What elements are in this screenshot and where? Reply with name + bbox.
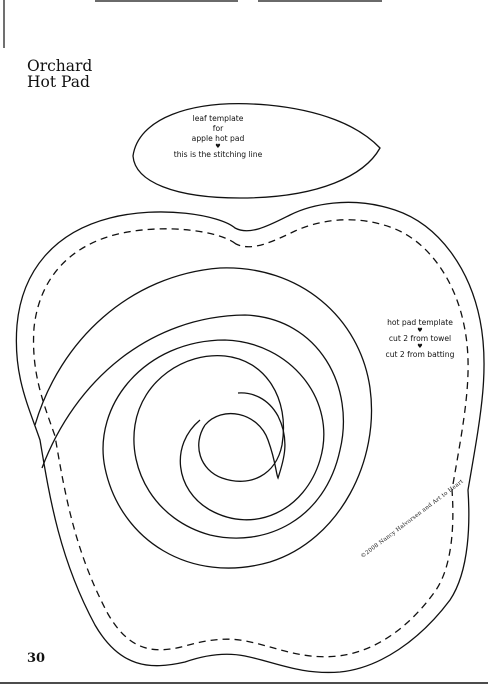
title-line-2: Hot Pad	[27, 73, 90, 91]
spiral-line-outer	[34, 267, 373, 569]
leaf-label-line-2: for	[212, 124, 224, 133]
pad-label-line-1: hot pad template	[387, 318, 453, 327]
pad-label: hot pad template ♥ cut 2 from towel ♥ cu…	[370, 318, 470, 360]
leaf-label-line-3: apple hot pad	[191, 134, 245, 143]
pad-label-line-3: cut 2 from batting	[385, 350, 455, 359]
leaf-label: leaf template for apple hot pad ♥ this i…	[170, 114, 266, 160]
leaf-outline	[132, 103, 381, 199]
title-line-1: Orchard	[27, 57, 93, 75]
leaf-label-line-1: leaf template	[192, 114, 244, 123]
bullet-icon: ♥	[417, 343, 423, 350]
apple-stitching-line	[32, 219, 469, 658]
spiral-line-core	[204, 392, 286, 480]
leaf-label-line-4: this is the stitching line	[173, 150, 263, 159]
page-title: Orchard Hot Pad	[27, 58, 92, 90]
page-number: 30	[27, 651, 46, 666]
pad-label-line-2: cut 2 from towel	[388, 334, 452, 343]
apple-outline	[15, 201, 485, 674]
bullet-icon: ♥	[215, 143, 221, 150]
bullet-icon: ♥	[417, 327, 423, 334]
